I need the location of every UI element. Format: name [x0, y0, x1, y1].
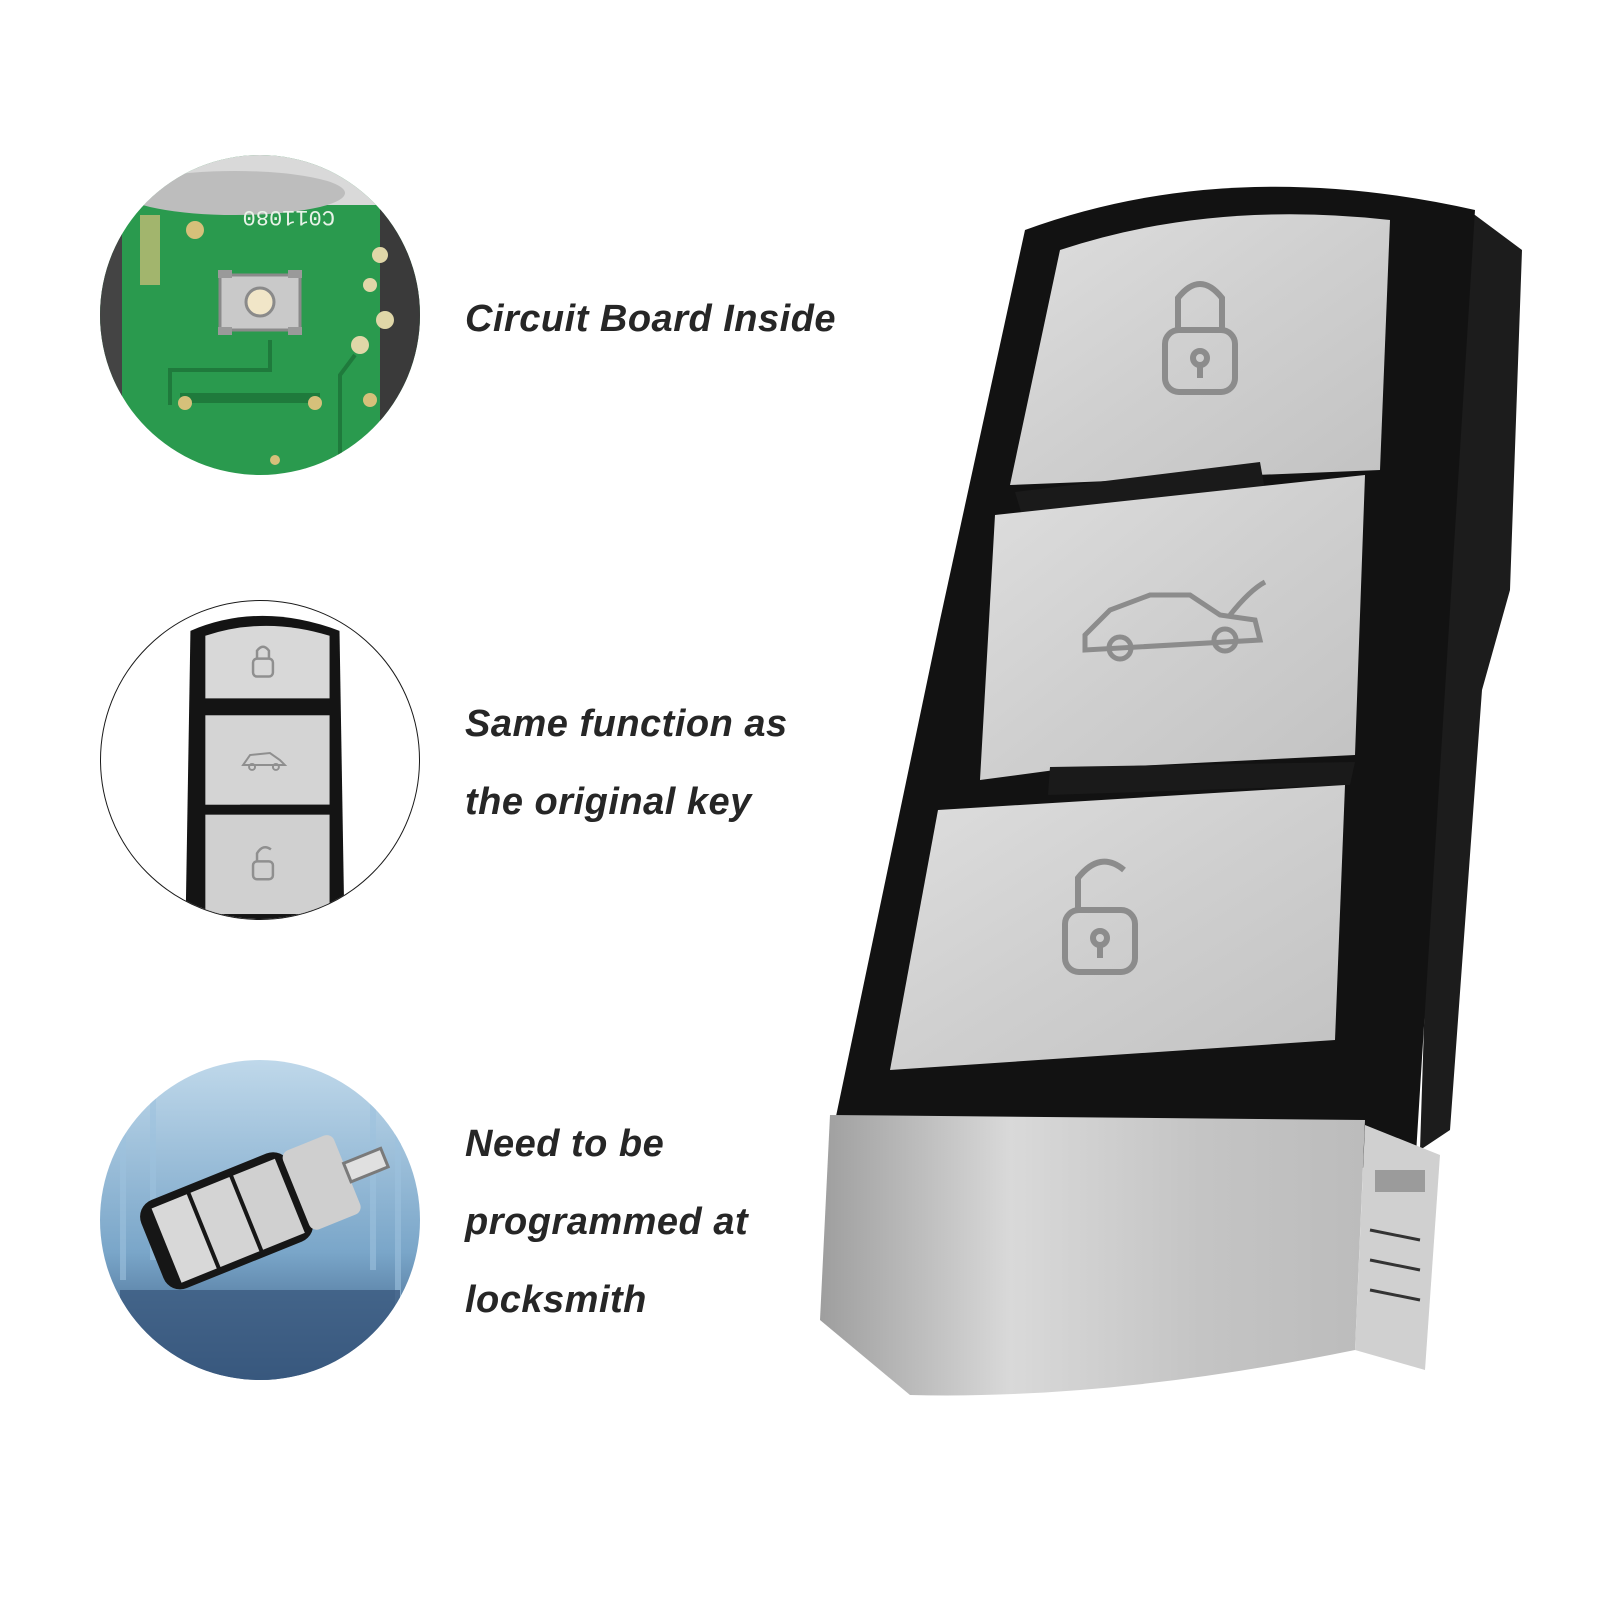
pcb-silkscreen-label: C011080 — [243, 204, 335, 229]
remote-key-shell — [810, 170, 1540, 1420]
feature-same-function: Same function as the original key — [465, 703, 788, 823]
lock-icon — [251, 645, 275, 678]
key-front-photo — [100, 600, 420, 920]
trunk-car-icon — [1082, 579, 1267, 662]
svg-text:C011080: C011080 — [243, 204, 335, 229]
feature-circuit-board: Circuit Board Inside — [465, 298, 837, 340]
programming-photo — [100, 1060, 420, 1380]
unlock-icon — [251, 845, 275, 881]
feature-programming: Need to be programmed at locksmith — [465, 1123, 749, 1321]
lock-icon — [1162, 281, 1238, 395]
circuit-board-photo: C011080 — [100, 155, 420, 475]
unlock-icon — [1062, 858, 1138, 975]
trunk-car-icon — [241, 752, 288, 771]
